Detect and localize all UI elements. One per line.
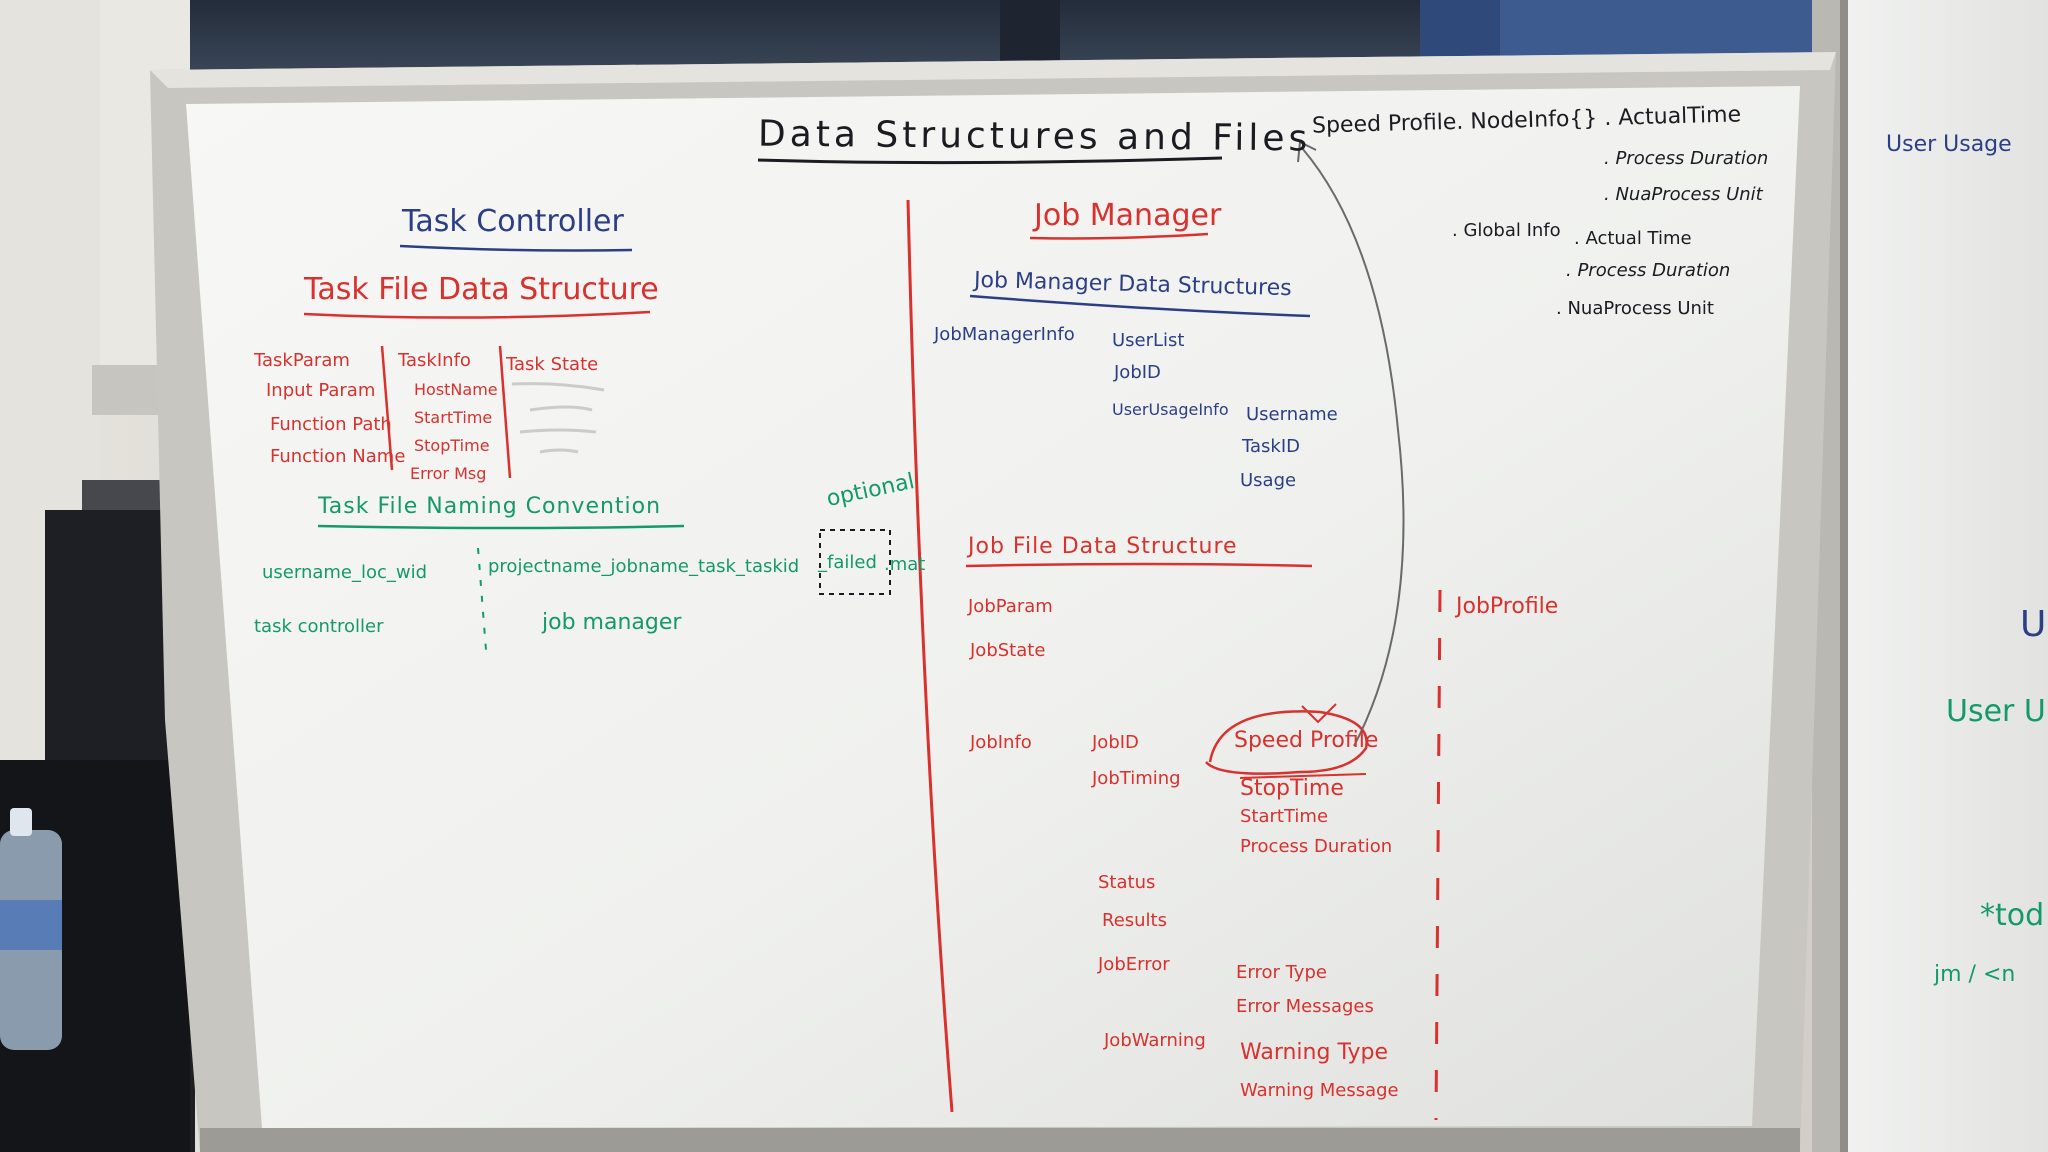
timing-item: StopTime bbox=[1240, 776, 1344, 801]
naming-failed: _failed bbox=[818, 552, 877, 573]
optional-box bbox=[819, 529, 891, 595]
job-warning: JobWarning bbox=[1104, 1030, 1206, 1051]
task-controller-label: task controller bbox=[254, 616, 384, 637]
task-info-item: StopTime bbox=[414, 436, 490, 455]
global-info-item: . NuaProcess Unit bbox=[1556, 298, 1714, 319]
speed-profile-arrow bbox=[1301, 147, 1405, 747]
error-item: Error Messages bbox=[1236, 996, 1374, 1017]
job-profile-divider bbox=[1434, 589, 1442, 1121]
job-status: Status bbox=[1098, 872, 1156, 893]
title-underline bbox=[757, 156, 1223, 165]
right-board bbox=[1835, 0, 2048, 1152]
naming-heading: Task File Naming Convention bbox=[318, 494, 662, 519]
task-file-underline bbox=[303, 310, 651, 319]
task-col-divider-1 bbox=[380, 345, 394, 471]
warning-item: Warning Message bbox=[1240, 1080, 1399, 1101]
right-board-tod: *tod bbox=[1980, 898, 2045, 933]
right-board-title: User Usage bbox=[1886, 132, 2012, 157]
task-state-header: Task State bbox=[506, 354, 599, 375]
naming-right: projectname_jobname_task_taskid bbox=[488, 556, 800, 577]
jm-info-item: UserList bbox=[1112, 330, 1185, 351]
task-info-item: StartTime bbox=[414, 408, 493, 427]
naming-divider bbox=[477, 547, 487, 651]
job-results: Results bbox=[1102, 910, 1167, 931]
job-id: JobID bbox=[1092, 732, 1139, 753]
usage-item: Username bbox=[1246, 404, 1338, 425]
task-col-divider-2 bbox=[498, 345, 512, 479]
job-param: JobParam bbox=[968, 596, 1053, 617]
task-controller-heading: Task Controller bbox=[402, 204, 624, 239]
speed-profile-circle bbox=[1205, 710, 1368, 775]
water-bottle bbox=[0, 808, 62, 1050]
task-param: TaskParam bbox=[254, 350, 350, 371]
task-info-item: HostName bbox=[414, 380, 498, 399]
task-file-heading: Task File Data Structure bbox=[304, 272, 659, 307]
task-param-item: Function Path bbox=[270, 414, 392, 435]
naming-ext: .mat bbox=[884, 554, 926, 575]
jm-info: JobManagerInfo bbox=[934, 324, 1075, 345]
right-board-u: U bbox=[2020, 604, 2047, 645]
error-item: Error Type bbox=[1236, 962, 1327, 983]
usage-item: TaskID bbox=[1242, 436, 1301, 457]
warning-item: Warning Type bbox=[1240, 1040, 1388, 1065]
main-divider bbox=[906, 199, 954, 1113]
task-info-header: TaskInfo bbox=[398, 350, 471, 371]
board-title: Data Structures and Files bbox=[757, 113, 1312, 160]
naming-underline bbox=[317, 524, 685, 530]
naming-left: username_loc_wid bbox=[262, 562, 428, 583]
board-surface bbox=[186, 86, 1800, 1128]
task-info-item: Error Msg bbox=[410, 464, 487, 483]
timing-item: StartTime bbox=[1240, 806, 1329, 827]
job-info: JobInfo bbox=[970, 732, 1032, 753]
global-info-label: . Global Info bbox=[1452, 220, 1561, 241]
speed-profile-item: . Process Duration bbox=[1604, 148, 1769, 169]
job-manager-heading: Job Manager bbox=[1034, 198, 1222, 233]
job-state: JobState bbox=[970, 640, 1046, 661]
task-param-item: Function Name bbox=[270, 446, 406, 467]
global-info-item: . Process Duration bbox=[1566, 260, 1731, 281]
task-param-item: Input Param bbox=[266, 380, 376, 401]
timing-item: Process Duration bbox=[1240, 836, 1393, 857]
job-profile: JobProfile bbox=[1456, 594, 1559, 619]
jm-info-item: JobID bbox=[1114, 362, 1161, 383]
job-file-underline bbox=[965, 562, 1313, 568]
usage-item: Usage bbox=[1240, 470, 1297, 491]
job-manager-underline bbox=[1029, 232, 1209, 240]
job-file-heading: Job File Data Structure bbox=[968, 534, 1238, 559]
task-controller-underline bbox=[399, 244, 633, 252]
speed-profile-item: . NuaProcess Unit bbox=[1604, 184, 1763, 205]
job-error: JobError bbox=[1098, 954, 1170, 975]
jm-ds-underline bbox=[969, 294, 1311, 318]
right-board-user: User U bbox=[1946, 694, 2046, 729]
speed-profile-label: Speed Profile bbox=[1234, 728, 1379, 753]
right-board-jm: jm / <n bbox=[1934, 962, 2016, 987]
job-timing: JobTiming bbox=[1092, 768, 1181, 789]
jm-info-item: UserUsageInfo bbox=[1112, 400, 1229, 419]
job-manager-label: job manager bbox=[542, 610, 682, 635]
global-info-item: . Actual Time bbox=[1574, 228, 1692, 249]
